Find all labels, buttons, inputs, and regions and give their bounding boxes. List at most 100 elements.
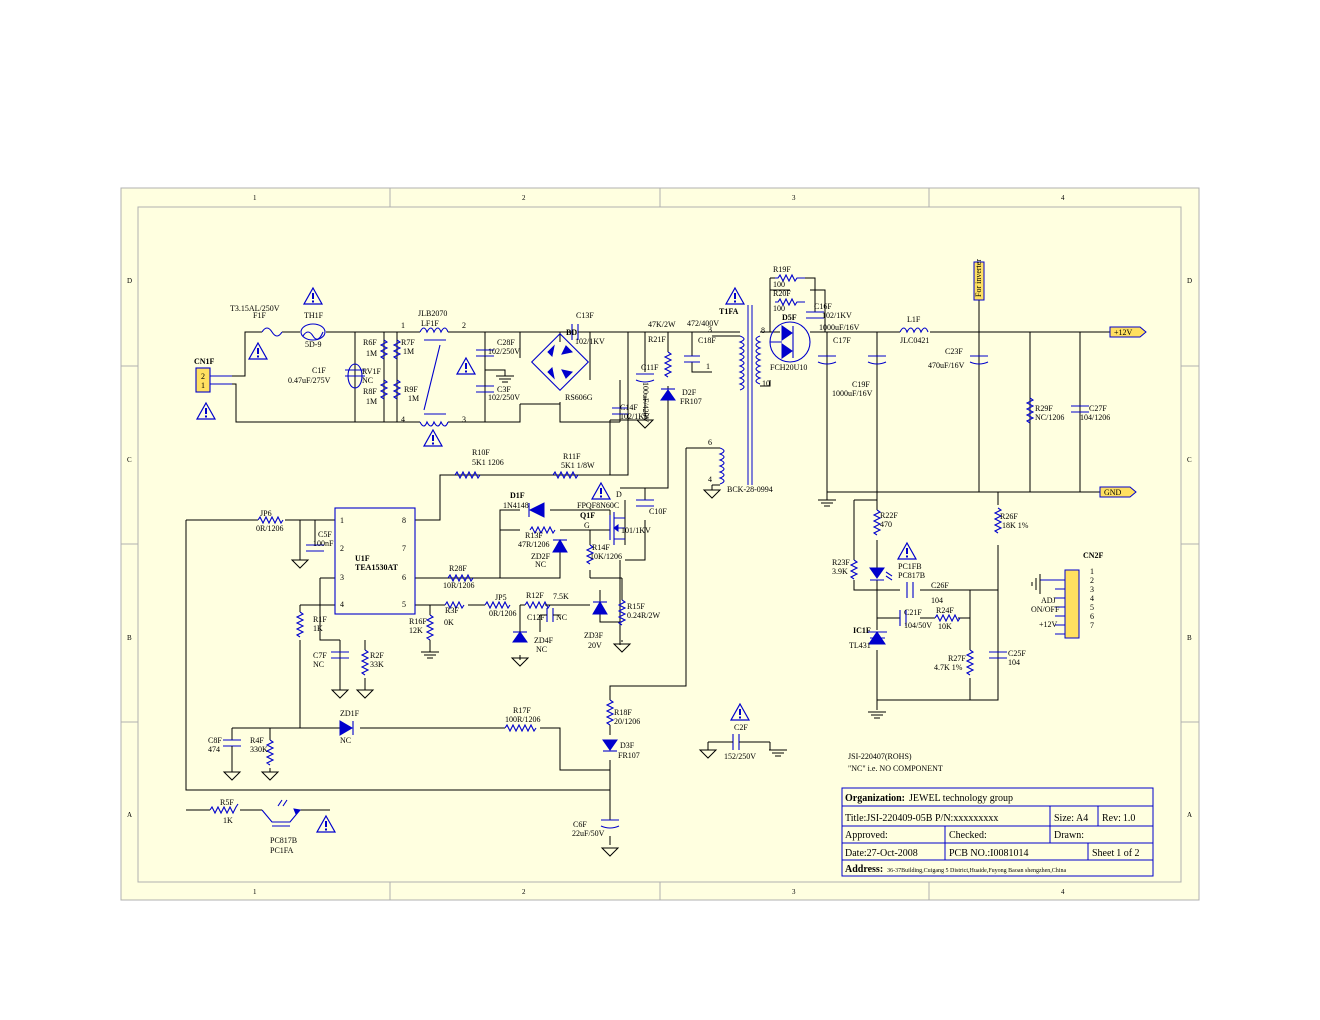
label-r10-ref: R10F	[472, 448, 490, 457]
label-r4-val: 330K	[250, 745, 268, 754]
label-c14-ref: C14F	[620, 403, 638, 412]
label-c18-ref: C18F	[698, 336, 716, 345]
label-r23-val: 3.9K	[832, 567, 848, 576]
label-cn2-12v: +12V	[1039, 620, 1058, 629]
label-c1-val: 0.47uF/275V	[288, 376, 331, 385]
diode-d5	[769, 321, 811, 363]
label-f1-val: T3.15AL/250V	[230, 304, 280, 313]
diode-d2	[660, 389, 676, 401]
label-c17-ref: C17F	[833, 336, 851, 345]
size-label: Size:	[1054, 813, 1074, 824]
label-d5-ref: D5F	[782, 313, 797, 322]
resistor-r3	[444, 600, 465, 610]
svg-text:P/N:xxxxxxxxx: P/N:xxxxxxxxx	[935, 813, 998, 824]
label-r8-ref: R8F	[363, 387, 377, 396]
resistor-r16	[425, 614, 435, 641]
label-note2: "NC" i.e. NO COMPONENT	[848, 764, 943, 773]
label-d2-val: FR107	[680, 397, 702, 406]
label-c7-val: NC	[313, 660, 324, 669]
label-cn2: CN2F	[1083, 551, 1104, 560]
org-label: Organization:	[845, 793, 905, 804]
label-cn1: CN1F	[194, 357, 215, 366]
drawn-label: Drawn:	[1054, 830, 1084, 841]
label-c19-ref: C19F	[852, 380, 870, 389]
capacitor-c14	[612, 407, 628, 415]
label-th1-val: 5D-9	[305, 340, 321, 349]
label-zd4-ref: ZD4F	[534, 636, 554, 645]
label-t1-p10: 10	[762, 379, 770, 388]
capacitor-c18	[684, 355, 700, 363]
row-label-c-right: C	[1187, 456, 1192, 464]
resistor-r18	[605, 699, 615, 726]
label-t1-p1: 1	[706, 362, 710, 371]
label-c21-val: 104/50V	[904, 621, 932, 630]
col-label-1-bottom: 1	[253, 888, 257, 896]
label-r2-val: 33K	[370, 660, 384, 669]
label-u1-p7: 7	[402, 544, 406, 553]
label-t1-p4: 4	[708, 475, 712, 484]
col-label-4-bottom: 4	[1061, 888, 1065, 896]
label-c10-ref: C10F	[649, 507, 667, 516]
label-r9-ref: R9F	[404, 385, 418, 394]
resistor-r17	[504, 723, 537, 733]
label-u1-p6: 6	[402, 573, 406, 582]
resistor-r2	[360, 649, 370, 676]
label-r24-ref: R24F	[936, 606, 954, 615]
label-r7-ref: R7F	[401, 338, 415, 347]
cn1-connector	[195, 367, 211, 393]
label-c19-val: 1000uF/16V	[832, 389, 873, 398]
label-r6-ref: R6F	[363, 338, 377, 347]
label-for-inverter: For inverter	[974, 259, 983, 297]
label-t1-part: BCK-28-0994	[727, 485, 773, 494]
label-c23-ref: C23F	[945, 347, 963, 356]
row-label-c-left: C	[127, 456, 132, 464]
label-r19-ref: R19F	[773, 265, 791, 274]
port-gnd	[1099, 486, 1137, 498]
label-r3-val: 0K	[444, 618, 454, 627]
row-label-a-left: A	[127, 811, 132, 819]
label-c13-val: 102/1KV	[575, 337, 605, 346]
col-label-4-top: 4	[1061, 194, 1065, 202]
label-c2-ref: C2F	[734, 723, 748, 732]
label-r11-val: 5K1 1/8W	[561, 461, 595, 470]
capacitor-c5	[306, 544, 324, 552]
label-net-12v: +12V	[1114, 328, 1133, 337]
svg-text:Rev:1.0: Rev:1.0	[1102, 813, 1135, 824]
label-r10-val: 5K1 1206	[472, 458, 504, 467]
label-t1-p6: 6	[708, 438, 712, 447]
col-label-2-top: 2	[522, 194, 526, 202]
label-ic1-ref: IC1F	[853, 626, 871, 635]
capacitor-c19	[867, 355, 887, 365]
label-r27-val: 4.7K 1%	[934, 663, 963, 672]
label-c1-ref: C1F	[312, 366, 326, 375]
label-r15-ref: R15F	[627, 602, 645, 611]
label-r14-val: 10K/1206	[590, 552, 622, 561]
label-c25-ref: C25F	[1008, 649, 1026, 658]
resistor-r5	[209, 803, 239, 815]
label-r1-val: 1K	[313, 624, 323, 633]
resistor-r24	[934, 613, 961, 623]
label-c12-val: NC	[556, 613, 567, 622]
label-r22-ref: R22F	[880, 511, 898, 520]
label-net-gnd: GND	[1104, 488, 1122, 497]
label-r29-val: NC/1206	[1035, 413, 1064, 422]
label-d2-ref: D2F	[682, 388, 697, 397]
capacitor-c26	[906, 582, 914, 598]
label-c14-val: 102/1KV	[620, 412, 650, 421]
label-cn2-5: 5	[1090, 603, 1094, 612]
label-r28-val: 10R/1206	[443, 581, 475, 590]
label-zd3-val: 20V	[588, 641, 602, 650]
label-r13-ref: R13F	[525, 531, 543, 540]
label-r16-ref: R16F	[409, 617, 427, 626]
label-cn2-7: 7	[1090, 621, 1094, 630]
resistor-r4	[265, 739, 275, 766]
row-label-b-left: B	[127, 634, 132, 642]
diode-d1	[528, 502, 545, 518]
col-label-3-top: 3	[792, 194, 796, 202]
label-c16-val: 102/1KV	[822, 311, 852, 320]
label-u1-p1: 1	[340, 516, 344, 525]
rev-label: Rev:	[1102, 813, 1121, 824]
label-l1-ref: L1F	[907, 315, 921, 324]
label-u1-p4: 4	[340, 600, 344, 609]
